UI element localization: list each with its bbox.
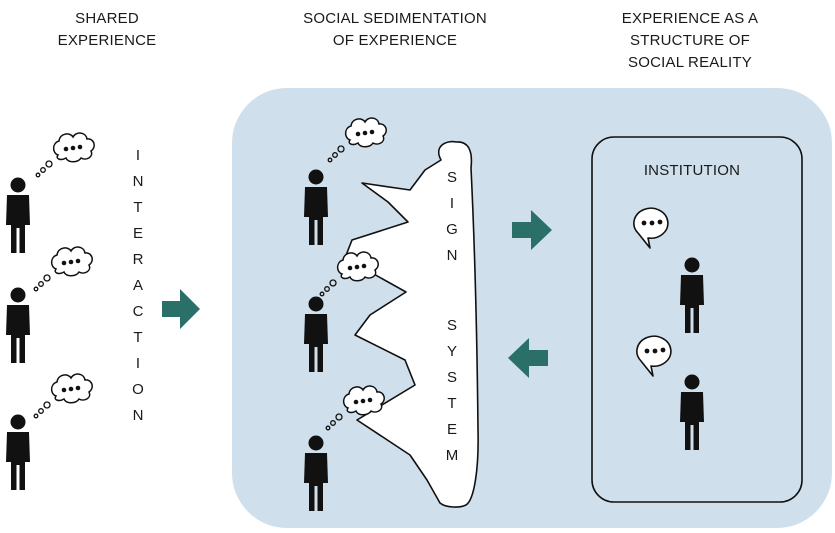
system-label: S Y S T E M [442, 313, 462, 469]
heading-line: EXPERIENCE AS A [621, 10, 759, 27]
letter: N [446, 247, 458, 264]
shared-experience-heading: SHARED EXPERIENCE [22, 8, 192, 52]
institution-box [591, 136, 803, 503]
thought-bubble-icon [33, 246, 93, 292]
person-icon [6, 287, 30, 363]
person-icon [6, 414, 30, 490]
arrow-icon [512, 210, 552, 250]
letter: E [446, 421, 457, 438]
person-icon [6, 177, 30, 253]
heading-line: SOCIAL SEDIMENTATION [303, 10, 487, 27]
heading-line: OF EXPERIENCE [332, 32, 458, 49]
letter: E [132, 225, 143, 242]
letter: S [446, 169, 457, 186]
letter: R [132, 251, 144, 268]
letter: N [132, 173, 144, 190]
sedimentation-heading: SOCIAL SEDIMENTATION OF EXPERIENCE [265, 8, 525, 52]
letter: S [446, 317, 457, 334]
structure-heading: EXPERIENCE AS A STRUCTURE OF SOCIAL REAL… [590, 8, 790, 74]
thought-bubble-icon [35, 132, 95, 178]
letter: G [446, 221, 458, 238]
thought-bubble-icon [33, 373, 93, 419]
letter: I [135, 355, 141, 372]
sign-label: S I G N [442, 165, 462, 269]
letter: A [132, 277, 143, 294]
heading-line: SHARED [75, 10, 139, 27]
letter: T [133, 199, 143, 216]
arrow-icon [162, 289, 200, 329]
letter: S [446, 369, 457, 386]
letter: I [135, 147, 141, 164]
letter: N [132, 407, 144, 424]
letter: Y [446, 343, 457, 360]
heading-line: SOCIAL REALITY [628, 54, 752, 71]
arrow-icon [508, 338, 548, 378]
heading-line: EXPERIENCE [57, 32, 157, 49]
letter: M [445, 447, 459, 464]
letter: T [133, 329, 143, 346]
letter: O [132, 381, 144, 398]
letter: T [447, 395, 457, 412]
letter: I [449, 195, 455, 212]
letter: C [132, 303, 144, 320]
institution-label: INSTITUTION [643, 162, 741, 179]
heading-line: STRUCTURE OF [630, 32, 750, 49]
interaction-label: I N T E R A C T I O N [128, 143, 148, 429]
